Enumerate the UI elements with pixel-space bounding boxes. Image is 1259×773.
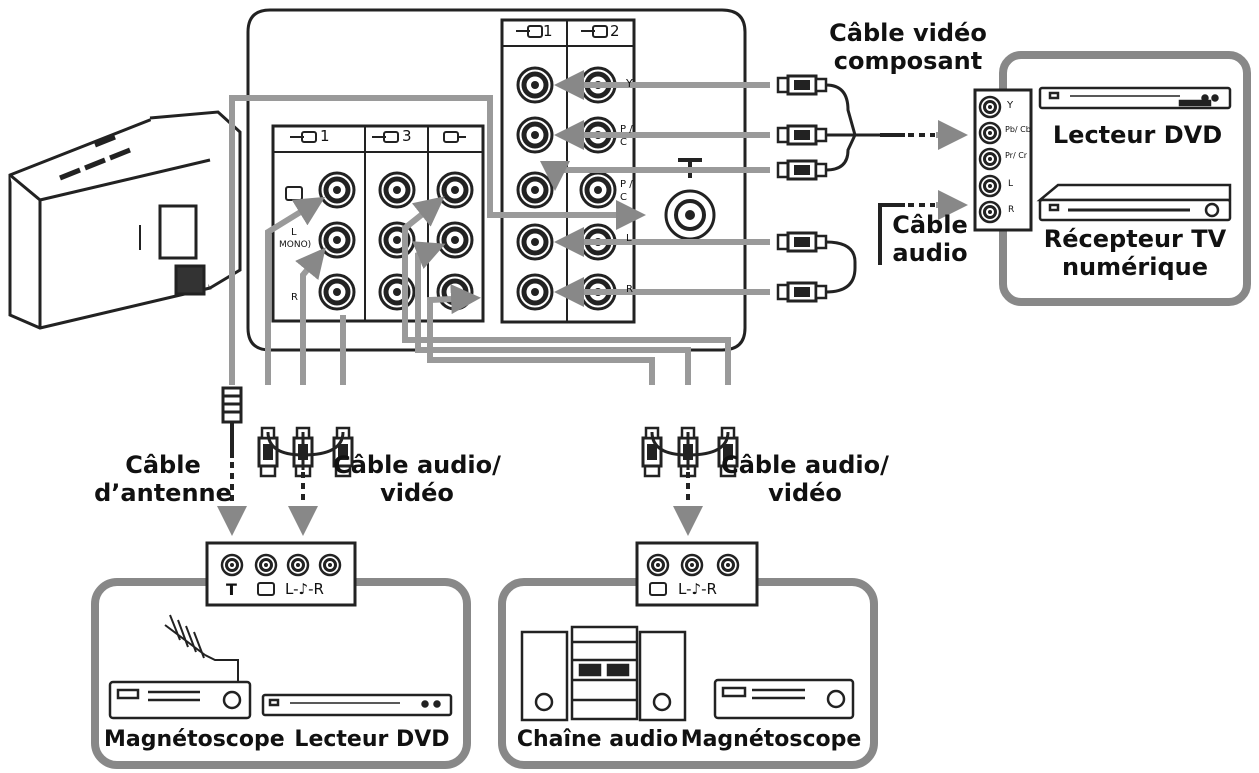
tv-set xyxy=(8,110,242,330)
component-pr-label: P / xyxy=(620,179,633,190)
antenna-cable-label-line1: Câble xyxy=(125,451,201,479)
component-r-label: R xyxy=(626,284,633,295)
dvd-player-left-icon xyxy=(261,693,453,717)
device-l-label: L xyxy=(1008,179,1014,189)
component-y-label: Y xyxy=(626,77,633,90)
right-device-jack-panel xyxy=(973,88,1033,232)
audio-cable-label-line1: Câble xyxy=(892,211,968,239)
digital-tv-receiver-label-line1: Récepteur TV xyxy=(1043,225,1227,253)
audio-cable xyxy=(776,190,968,303)
audio-lr-right-label: L-♪-R xyxy=(678,580,717,598)
av-cable-right-label-line2: vidéo xyxy=(768,478,842,507)
vcr-right-icon xyxy=(713,678,855,720)
av-cable-left-label: Câble audio/ vidéo xyxy=(332,451,502,507)
digital-tv-receiver-icon xyxy=(1036,183,1232,222)
component-cable-label: Câble vidéo composant xyxy=(828,19,988,75)
r-label: R xyxy=(291,292,298,303)
component-cb-label: C xyxy=(620,137,627,148)
antenna-cable xyxy=(217,386,247,536)
l-label: L xyxy=(291,227,297,238)
device-pb-label: Pb/ Cb xyxy=(1005,125,1031,134)
mono-label: MONO) xyxy=(279,240,312,250)
input-icons xyxy=(285,131,466,201)
bottom-left-jack-panel xyxy=(205,541,357,607)
component-input-1-label: 1 xyxy=(543,22,553,40)
dvd-player-left-label: Lecteur DVD xyxy=(294,727,450,752)
antenna-icon xyxy=(164,614,239,683)
audio-system-label: Chaîne audio xyxy=(516,727,679,752)
bottom-right-jack-panel xyxy=(635,541,759,607)
component-cr-label: C xyxy=(620,192,627,203)
digital-tv-receiver-label: Récepteur TV numérique xyxy=(1030,225,1240,281)
antenna-symbol-label: T xyxy=(226,580,237,599)
component-video-cable xyxy=(776,74,968,181)
component-icons xyxy=(516,25,608,38)
vcr-left-label: Magnétoscope xyxy=(104,727,285,752)
av-cable-right-label: Câble audio/ vidéo xyxy=(720,451,890,507)
component-l-label: L xyxy=(626,233,632,244)
av-cable-left-label-line1: Câble audio/ xyxy=(333,451,501,479)
component-cable-label-line2: composant xyxy=(833,46,983,75)
av-cable-left-label-line2: vidéo xyxy=(380,478,454,507)
audio-cable-label-line2: audio xyxy=(892,238,968,267)
video-input-jacks xyxy=(320,173,472,309)
audio-system-icon xyxy=(520,625,687,722)
component-pb-label: P / xyxy=(620,124,633,135)
antenna-cable-label: Câble d’antenne xyxy=(88,451,238,507)
antenna-cable-label-line2: d’antenne xyxy=(94,478,232,507)
digital-tv-receiver-label-line2: numérique xyxy=(1061,252,1209,281)
dvd-player-right-label: Lecteur DVD xyxy=(1052,121,1223,149)
component-cable-label-line1: Câble vidéo xyxy=(829,19,987,47)
device-r-label: R xyxy=(1008,205,1015,215)
video-input-3-label: 3 xyxy=(402,127,412,145)
audio-lr-left-label: L-♪-R xyxy=(285,580,324,598)
device-y-label: Y xyxy=(1007,100,1014,111)
audio-cable-label: Câble audio xyxy=(875,211,985,267)
video-input-1-label: 1 xyxy=(320,127,330,145)
vcr-right-label: Magnétoscope xyxy=(680,727,862,752)
device-pr-label: Pr/ Cr xyxy=(1005,151,1028,160)
component-input-2-label: 2 xyxy=(610,22,620,40)
av-cable-left xyxy=(257,426,354,536)
signal-lines xyxy=(229,70,770,385)
vcr-left-icon xyxy=(108,680,252,720)
av-cable-right-label-line1: Câble audio/ xyxy=(721,451,889,479)
dvd-player-right-icon xyxy=(1038,86,1232,110)
av-cable-right xyxy=(641,426,739,536)
